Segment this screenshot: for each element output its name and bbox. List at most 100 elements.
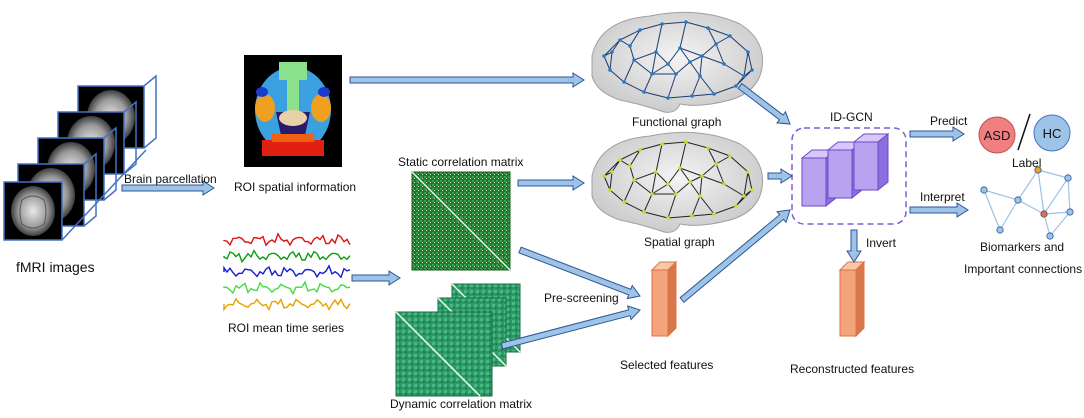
graph-edge — [619, 39, 631, 47]
graph-edge — [713, 85, 737, 95]
graph-node — [690, 94, 694, 98]
graph-edge — [699, 55, 703, 77]
graph-edge — [667, 95, 693, 99]
brain-graph-icon — [591, 131, 764, 233]
graph-node — [688, 180, 692, 184]
graph-edge — [651, 63, 669, 75]
graph-node — [650, 72, 654, 76]
graph-edge — [679, 47, 703, 57]
roi-parcellation-map-icon — [244, 55, 342, 167]
graph-node — [678, 46, 682, 50]
interpret-label: Interpret — [920, 190, 965, 204]
graph-node — [638, 148, 642, 152]
graph-edge — [609, 51, 613, 71]
brain-graph-icon — [591, 11, 764, 113]
arrow-to-static-matrix — [351, 270, 401, 286]
network-node — [1066, 208, 1074, 216]
graph-node — [608, 188, 612, 192]
graph-edge — [655, 23, 663, 53]
network-edge — [983, 189, 1001, 231]
graph-node — [674, 192, 678, 196]
network-edge — [1049, 211, 1071, 237]
network-node — [1046, 232, 1054, 240]
id-gcn-module — [791, 127, 907, 225]
predict-label: Predict — [930, 114, 968, 128]
arrow-to-roi — [121, 180, 215, 196]
graph-node — [608, 68, 612, 72]
reconstructed-features-bar — [838, 260, 866, 338]
arrow-static-to-prescreening — [518, 246, 641, 300]
graph-node — [734, 84, 738, 88]
network-edge — [1067, 177, 1071, 213]
graph-edge — [691, 93, 715, 97]
graph-node — [622, 80, 626, 84]
graph-edge — [667, 73, 677, 99]
graph-edge — [667, 183, 677, 195]
brain-mri-slice-icon — [3, 74, 157, 241]
network-node — [996, 226, 1004, 234]
graph-node — [712, 212, 716, 216]
network-edge — [1017, 169, 1039, 201]
graph-edge — [699, 175, 703, 197]
graph-edge — [655, 51, 669, 65]
graph-node — [666, 96, 670, 100]
spatial-graph-label: Spatial graph — [644, 235, 715, 249]
graph-edge — [679, 21, 687, 49]
graph-edge — [735, 75, 745, 87]
graph-node — [660, 22, 664, 26]
fmri-stack — [3, 74, 157, 241]
arrow-interpret — [909, 202, 969, 218]
graph-edge — [623, 201, 645, 213]
graph-edge — [679, 167, 703, 177]
graph-node — [666, 182, 670, 186]
id-gcn-label: ID-GCN — [830, 110, 873, 124]
graph-edge — [623, 179, 635, 203]
graph-node — [618, 158, 622, 162]
graph-node — [742, 74, 746, 78]
graph-edge — [715, 163, 725, 185]
graph-edge — [629, 165, 635, 181]
invert-label: Invert — [866, 236, 897, 250]
graph-node — [728, 154, 732, 158]
network-edge — [1017, 199, 1045, 215]
graph-edge — [707, 27, 731, 37]
graph-edge — [619, 159, 631, 167]
graph-node — [602, 174, 606, 178]
graph-edge — [629, 149, 641, 167]
graph-edge — [743, 51, 749, 77]
graph-edge — [633, 179, 653, 195]
graph-edge — [747, 171, 753, 191]
fmri-label: fMRI images — [16, 259, 95, 275]
graph-edge — [723, 183, 745, 197]
graph-node — [722, 62, 726, 66]
arrow-functional-to-gcn — [737, 82, 791, 125]
functional-graph-edges — [602, 20, 754, 100]
graph-node — [632, 58, 636, 62]
graph-edge — [633, 59, 653, 75]
biomarkers-label-line1: Biomarkers and — [980, 240, 1065, 254]
graph-edge — [609, 189, 625, 203]
network-edge — [999, 199, 1019, 231]
graph-edge — [685, 141, 709, 149]
graph-edge — [689, 61, 701, 77]
graph-edge — [639, 143, 663, 151]
graph-node — [618, 38, 622, 42]
network-edge — [983, 189, 1019, 201]
graph-edge — [691, 195, 701, 217]
label-caption: Label — [1012, 156, 1042, 170]
graph-node — [714, 162, 718, 166]
graph-edge — [747, 51, 753, 71]
graph-edge — [675, 181, 691, 195]
arrow-features-to-gcn — [679, 209, 791, 304]
graph-node — [698, 74, 702, 78]
graph-edge — [655, 143, 663, 173]
graph-node — [688, 60, 692, 64]
correlation-matrix-icon — [411, 171, 511, 271]
dynamic-matrix-stack — [395, 283, 521, 397]
roi-time-series — [223, 232, 351, 312]
graph-edge — [715, 35, 731, 45]
graph-edge — [715, 43, 725, 65]
graph-edge — [667, 47, 681, 65]
label-classes: ASD HC — [978, 113, 1071, 154]
spatial-graph-edges — [602, 140, 754, 220]
